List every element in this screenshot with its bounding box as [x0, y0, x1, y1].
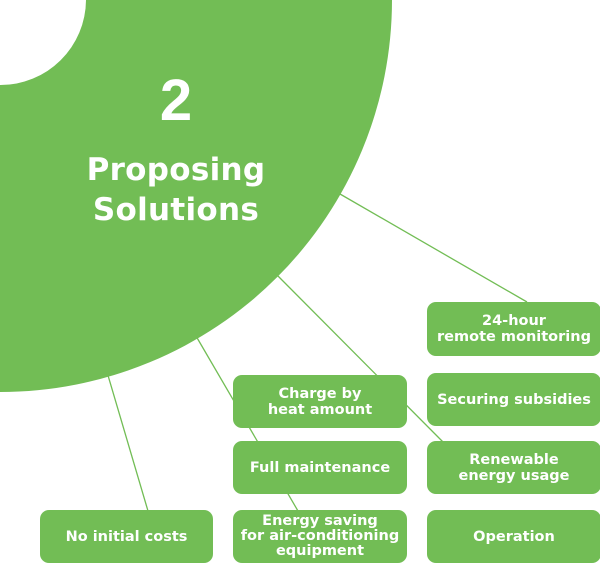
connector-line-remote-monitoring — [339, 193, 528, 303]
solution-label: Renewable energy usage — [458, 451, 570, 484]
solution-box-securing-subsidies: Securing subsidies — [427, 373, 600, 426]
connector-line-no-initial-costs — [106, 371, 149, 512]
solution-label: Energy saving for air-conditioning equip… — [240, 513, 400, 559]
connector-line-renewable-energy — [275, 273, 444, 443]
solution-box-remote-monitoring: 24-hour remote monitoring — [427, 302, 600, 356]
hub-title: Proposing Solutions — [60, 150, 292, 230]
hub-title-line: Solutions — [92, 192, 260, 228]
solution-box-operation: Operation — [427, 510, 600, 563]
solution-box-full-maintenance: Full maintenance — [233, 441, 407, 494]
solution-label: Operation — [473, 528, 555, 545]
hub-title-line: Proposing — [86, 152, 266, 188]
solution-box-charge-by-heat: Charge by heat amount — [233, 375, 407, 428]
hub-quarter-ring — [0, 0, 392, 392]
solution-label: Charge by heat amount — [267, 385, 373, 418]
solution-label: Full maintenance — [249, 459, 391, 476]
solution-box-renewable-energy: Renewable energy usage — [427, 441, 600, 494]
solution-box-no-initial-costs: No initial costs — [40, 510, 213, 563]
solution-box-energy-saving: Energy saving for air-conditioning equip… — [233, 510, 407, 563]
solution-label: 24-hour remote monitoring — [437, 313, 591, 345]
solution-label: No initial costs — [65, 528, 188, 545]
solution-label: Securing subsidies — [437, 391, 591, 408]
hub-step-number: 2 — [159, 68, 193, 133]
